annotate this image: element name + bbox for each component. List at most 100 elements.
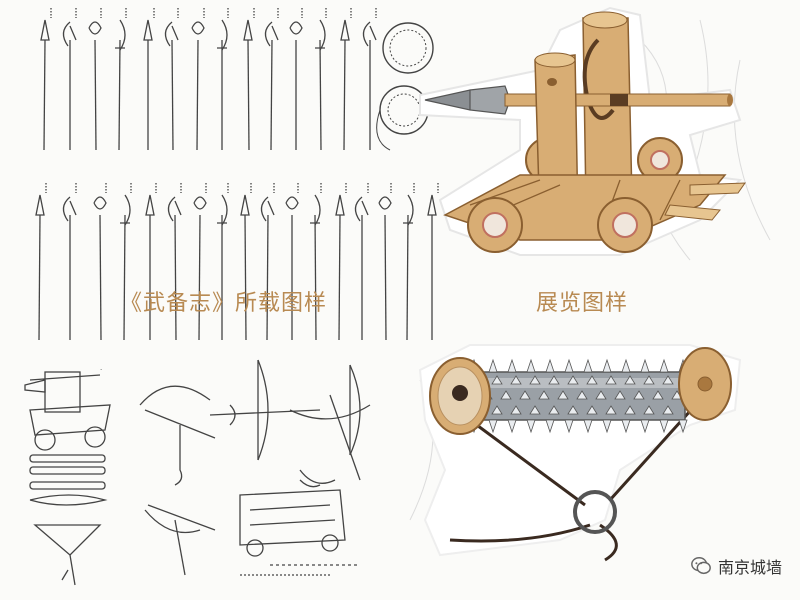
polearm-head: [354, 196, 369, 222]
svg-text:·: ·: [100, 366, 102, 374]
polearm-shaft: [118, 39, 121, 151]
polearm-head: [167, 196, 182, 222]
polearm-head: [289, 21, 303, 35]
roller-spike: [621, 358, 631, 373]
polearm-shaft: [38, 214, 41, 341]
polearm-head: [243, 19, 253, 41]
polearm-head: [403, 194, 414, 226]
polearm-shaft: [198, 214, 201, 341]
roller-spike: [659, 358, 669, 373]
polearm-shaft: [384, 214, 387, 341]
roller-spike: [624, 375, 636, 385]
roller-spike: [640, 419, 650, 434]
wechat-icon: [691, 557, 711, 575]
polearm-shaft: [406, 214, 409, 341]
polearm-shaft: [314, 214, 317, 341]
roller-spike: [643, 405, 655, 415]
roller-spike: [614, 390, 626, 400]
polearm-shaft: [43, 39, 46, 151]
roller-spike: [545, 358, 555, 373]
roller-spike: [529, 375, 541, 385]
polearm-shaft: [94, 39, 97, 151]
roller-spike: [488, 419, 498, 434]
roller-spike: [586, 405, 598, 415]
roller-spike: [586, 375, 598, 385]
polearm-shaft: [244, 214, 247, 341]
roller-spike: [491, 375, 503, 385]
roller-spike: [510, 375, 522, 385]
polearm-shaft: [319, 39, 322, 151]
roller-spike: [567, 375, 579, 385]
polearm-head: [88, 21, 102, 35]
polearm-head: [240, 194, 250, 216]
polearm-head: [340, 19, 350, 41]
roller-spike: [652, 390, 664, 400]
roller-spike: [491, 405, 503, 415]
polearm-shaft: [196, 39, 199, 151]
polearm-shaft: [171, 39, 174, 151]
polearm-shaft: [266, 214, 269, 341]
roller-spike: [576, 390, 588, 400]
polearm-head: [145, 194, 155, 216]
polearm-head: [260, 196, 275, 222]
roller-spike: [678, 419, 688, 434]
roller-spike: [545, 419, 555, 434]
polearm-head: [120, 194, 131, 226]
polearm-shaft: [99, 214, 102, 341]
exhibition-spiked-roller: [418, 344, 742, 562]
polearm-shaft: [247, 39, 250, 151]
roller-spike: [538, 390, 550, 400]
polearm-shaft: [270, 39, 273, 151]
polearm-head: [362, 21, 377, 47]
polearm-head: [217, 19, 228, 51]
caption-wubeizhi-illustrations: 《武备志》所载图样: [120, 291, 328, 316]
roller-spike: [526, 419, 536, 434]
roller-spike: [659, 419, 669, 434]
polearm-head: [427, 194, 437, 216]
polearm-shaft: [123, 214, 126, 341]
roller-spike: [507, 358, 517, 373]
roller-spike: [605, 405, 617, 415]
polearm-head: [62, 196, 77, 222]
polearm-head: [335, 194, 345, 216]
polearm-head: [62, 21, 77, 47]
roller-spike: [602, 358, 612, 373]
roller-spike: [507, 419, 517, 434]
roller-spike: [662, 375, 674, 385]
historical-weapon-sketches-row2: [35, 183, 439, 341]
roller-spike: [662, 405, 674, 415]
roller-spike: [564, 419, 574, 434]
polearm-head: [40, 19, 50, 41]
roller-spike: [557, 390, 569, 400]
roller-spike: [640, 358, 650, 373]
roller-spike: [548, 405, 560, 415]
roller-spike: [488, 358, 498, 373]
exhibition-catapult-cart: [419, 6, 746, 256]
polearm-head: [193, 196, 207, 210]
roller-spike: [526, 358, 536, 373]
roller-spike: [643, 375, 655, 385]
roller-spike: [529, 405, 541, 415]
polearm-shaft: [343, 39, 346, 151]
roller-spike: [621, 419, 631, 434]
polearm-head: [217, 194, 228, 226]
roller-spike: [605, 375, 617, 385]
caption-exhibition-illustrations: 展览图样: [536, 291, 629, 316]
historical-weapon-sketches: [40, 8, 377, 151]
polearm-head: [378, 196, 392, 210]
roller-spike: [583, 419, 593, 434]
polearm-head: [264, 21, 279, 47]
polearm-head: [285, 196, 299, 210]
roller-spike: [500, 390, 512, 400]
roller-spike: [602, 419, 612, 434]
polearm-shaft: [338, 214, 341, 341]
watermark-text: 南京城墙: [717, 558, 782, 577]
round-shield-sketches: [376, 22, 434, 151]
roller-spike: [564, 358, 574, 373]
polearm-head: [143, 19, 153, 41]
roller-spike: [567, 405, 579, 415]
roller-spike: [624, 405, 636, 415]
roller-spike: [633, 390, 645, 400]
polearm-head: [35, 194, 45, 216]
